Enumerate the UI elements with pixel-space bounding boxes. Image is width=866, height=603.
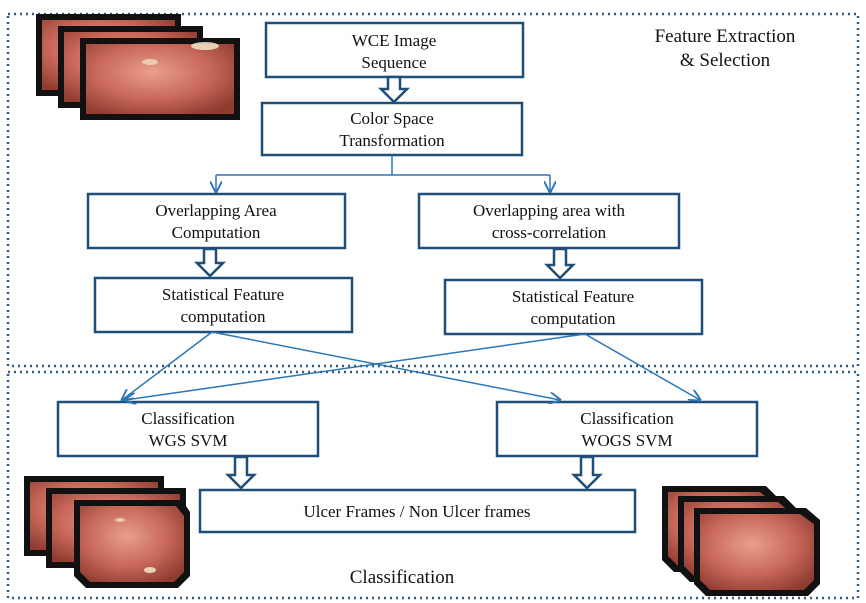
box-stat-left-line1: Statistical Feature — [162, 285, 284, 304]
block-arrow-cc-to-stat — [543, 247, 577, 280]
box-statistical-left — [93, 276, 354, 334]
wce-frames-stack-top — [36, 14, 240, 120]
box-overlap-area-line1: Overlapping Area — [155, 201, 277, 220]
box-color-line2: Transformation — [339, 131, 445, 150]
ulcer-frames-stack-left — [24, 476, 190, 588]
classification-section-border — [6, 370, 860, 600]
box-ulcer-result — [198, 488, 637, 534]
box-wogs-line2: WOGS SVM — [581, 431, 672, 450]
box-stat-right-line1: Statistical Feature — [512, 287, 634, 306]
box-wce-line1: WCE Image — [352, 31, 437, 50]
box-overlap-cc-line1: Overlapping area with — [473, 201, 625, 220]
box-overlap-area-line2: Computation — [172, 223, 261, 242]
non-ulcer-frames-stack-right — [662, 486, 820, 596]
box-wce-line2: Sequence — [361, 53, 426, 72]
box-wgs-line2: WGS SVM — [149, 431, 228, 450]
block-arrow-area-to-stat — [193, 247, 227, 278]
box-overlapping-cross-correlation — [417, 192, 681, 250]
section-label-feature-line2: & Selection — [680, 50, 771, 71]
box-result-line1: Ulcer Frames / Non Ulcer frames — [303, 502, 530, 521]
feature-section-border — [6, 12, 860, 368]
section-label-classification: Classification — [350, 567, 455, 588]
section-label-feature-line1: Feature Extraction — [655, 26, 796, 47]
box-color-line1: Color Space — [350, 109, 434, 128]
box-statistical-right — [443, 278, 704, 336]
box-stat-left-line2: computation — [181, 307, 266, 326]
block-arrow-wgs-to-result — [224, 455, 258, 490]
box-overlap-cc-line2: cross-correlation — [492, 223, 607, 242]
box-wce-image-sequence — [264, 21, 525, 79]
box-wogs-line1: Classification — [580, 409, 674, 428]
box-overlapping-area — [86, 192, 347, 250]
block-arrow-wogs-to-result — [570, 455, 604, 490]
box-classification-wgs — [56, 400, 320, 458]
connectors-stat-to-classifiers — [122, 331, 700, 400]
box-wgs-line1: Classification — [141, 409, 235, 428]
box-stat-right-line2: computation — [531, 309, 616, 328]
box-classification-wogs — [495, 400, 759, 458]
connectors-color-split — [216, 155, 550, 192]
block-arrow-wce-to-color — [377, 75, 411, 104]
